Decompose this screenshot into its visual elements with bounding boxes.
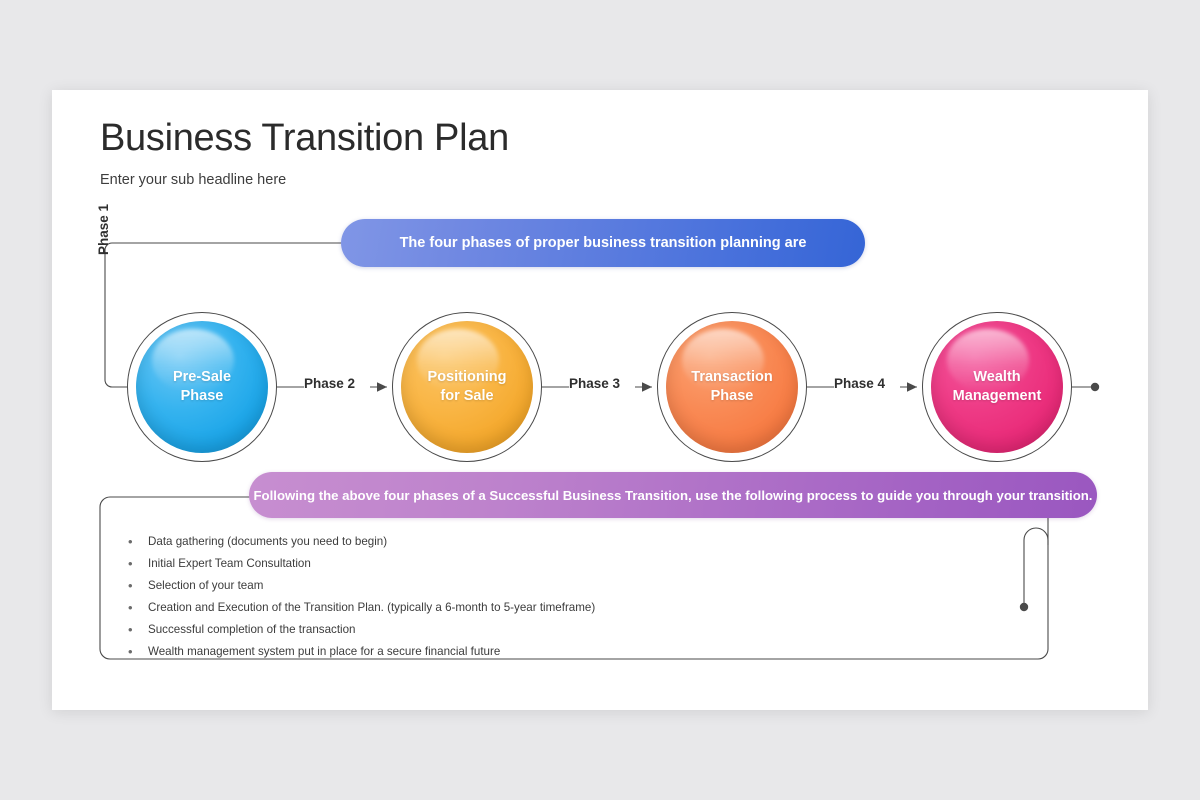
phase-node-1[interactable]: Pre-Sale Phase — [127, 312, 277, 462]
phase-node-4[interactable]: Wealth Management — [922, 312, 1072, 462]
bullet-dot-icon: • — [128, 600, 133, 616]
process-step-item: • Creation and Execution of the Transitio… — [128, 600, 596, 616]
process-step-item: • Data gathering (documents you need to b… — [128, 534, 595, 549]
top-banner-text: The four phases of proper business trans… — [399, 235, 807, 251]
phase-label-2-line1: Positioning — [427, 368, 507, 385]
phase-label-3-line2: Phase — [710, 388, 754, 404]
bottom-banner-text: Following the above four phases of a Suc… — [253, 487, 1093, 503]
phase-node-2[interactable]: Positioning for Sale — [392, 312, 542, 462]
phase-label-3-line1: Transaction — [691, 368, 773, 385]
process-step-text: Successful completion of the transaction — [148, 623, 356, 637]
step-label-phase-2: Phase 2 — [304, 376, 356, 391]
process-step-text: Initial Expert Team Consultation — [148, 557, 311, 571]
phase-label-3: Transaction Phase — [657, 312, 807, 462]
step-label-phase-3: Phase 3 — [569, 376, 621, 391]
step-label-phase-4: Phase 4 — [834, 376, 886, 391]
process-step-item: • Wealth management system put in place f… — [128, 644, 595, 660]
phase-label-4-line2: Management — [952, 388, 1042, 404]
arrowhead-phase-4 — [907, 382, 917, 392]
phase-orb-4 — [931, 321, 1063, 453]
bullet-dot-icon: • — [128, 534, 133, 549]
top-banner: The four phases of proper business trans… — [341, 219, 865, 267]
bottom-banner: Following the above four phases of a Suc… — [249, 472, 1097, 518]
step-label-phase-1: Phase 1 — [96, 203, 111, 255]
phase-label-1: Pre-Sale Phase — [127, 312, 277, 462]
process-step-text: Wealth management system put in place fo… — [148, 645, 501, 659]
phase-label-4-line1: Wealth — [973, 368, 1021, 385]
process-step-item: • Selection of your team — [128, 578, 595, 594]
process-box: • Data gathering (documents you need to b… — [100, 487, 1098, 659]
phase-orb-1 — [136, 321, 268, 453]
process-step-list: • Data gathering (documents you need to b… — [128, 534, 596, 667]
phase-label-4: Wealth Management — [922, 312, 1072, 462]
bullet-dot-icon: • — [128, 578, 133, 594]
arrowhead-phase-2 — [377, 382, 387, 392]
slide-card: Business Transition Plan Enter your sub … — [52, 90, 1148, 710]
terminal-dot-right — [1090, 382, 1100, 392]
phase-label-2-line2: for Sale — [440, 388, 494, 404]
bullet-dot-icon: • — [128, 622, 133, 638]
process-step-item: • Initial Expert Team Consultation — [128, 556, 595, 572]
phase-label-1-line1: Pre-Sale — [172, 368, 232, 385]
arrowhead-phase-3 — [642, 382, 652, 392]
bullet-dot-icon: • — [128, 644, 133, 660]
page-subtitle: Enter your sub headline here — [100, 172, 287, 188]
bullet-dot-icon: • — [128, 556, 133, 572]
phase-label-1-line2: Phase — [180, 388, 224, 404]
phase-orb-3 — [666, 321, 798, 453]
phase-node-3[interactable]: Transaction Phase — [657, 312, 807, 462]
process-step-item: • Successful completion of the transactio… — [128, 622, 595, 638]
phase-orb-2 — [401, 321, 533, 453]
process-step-text: Selection of your team — [148, 579, 264, 593]
process-step-text: Creation and Execution of the Transition… — [148, 601, 596, 615]
process-step-text: Data gathering (documents you need to be… — [148, 535, 388, 548]
page-title: Business Transition Plan — [100, 117, 509, 159]
phase-label-2: Positioning for Sale — [392, 312, 542, 462]
